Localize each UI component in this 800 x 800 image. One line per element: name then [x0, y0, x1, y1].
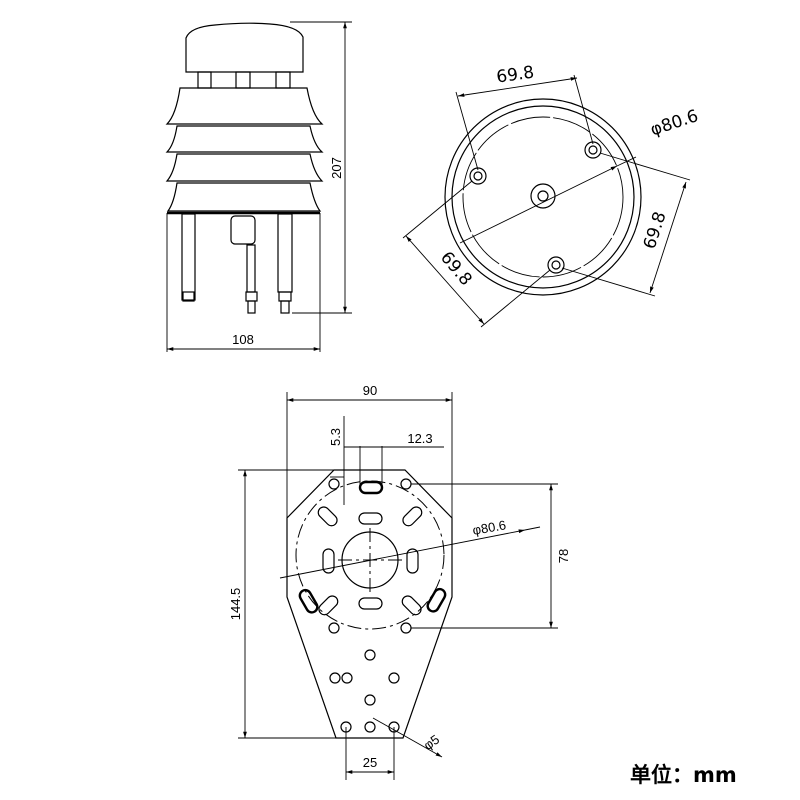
hole-spacing-vertical-label: 78 — [556, 549, 571, 563]
hole-diameter-label: φ5 — [421, 732, 442, 753]
top-dim-label: 69.8 — [495, 63, 535, 88]
center-hub — [530, 183, 556, 209]
diameter-leader — [459, 165, 618, 244]
top-diameter-label: φ80.6 — [648, 106, 701, 140]
sensor-cap — [185, 22, 304, 73]
plate-slots — [298, 480, 447, 616]
hole-spacing-horizontal-label: 25 — [363, 755, 377, 770]
plate-outline — [286, 469, 453, 739]
radiation-shield — [165, 87, 324, 215]
slot-width-label: 12.3 — [407, 431, 432, 446]
slot-offset-label: 5.3 — [328, 428, 343, 446]
cap-posts — [197, 71, 291, 89]
left-dim-label: 69.8 — [436, 248, 476, 290]
top-view: φ80.6 69.8 69.8 69.8 — [402, 63, 701, 328]
right-dim-label: 69.8 — [640, 209, 671, 251]
mount-plate: 90 5.3 12.3 φ80.6 78 144.5 25 φ5 — [228, 383, 571, 780]
height-dimension-label: 207 — [329, 157, 344, 179]
plate-height-label: 144.5 — [228, 588, 243, 621]
width-dimension-label: 108 — [232, 332, 254, 347]
bolt-circle — [295, 480, 445, 630]
plate-diameter-label: φ80.6 — [471, 517, 507, 538]
plate-width-label: 90 — [363, 383, 377, 398]
outer-circle — [444, 98, 642, 296]
unit-label: 单位：mm — [630, 763, 737, 787]
mounting-rods — [181, 213, 293, 314]
mounting-holes — [469, 141, 602, 274]
plate-holes — [328, 478, 412, 733]
side-view: 108 207 — [165, 21, 352, 352]
cable-gland — [230, 215, 256, 245]
